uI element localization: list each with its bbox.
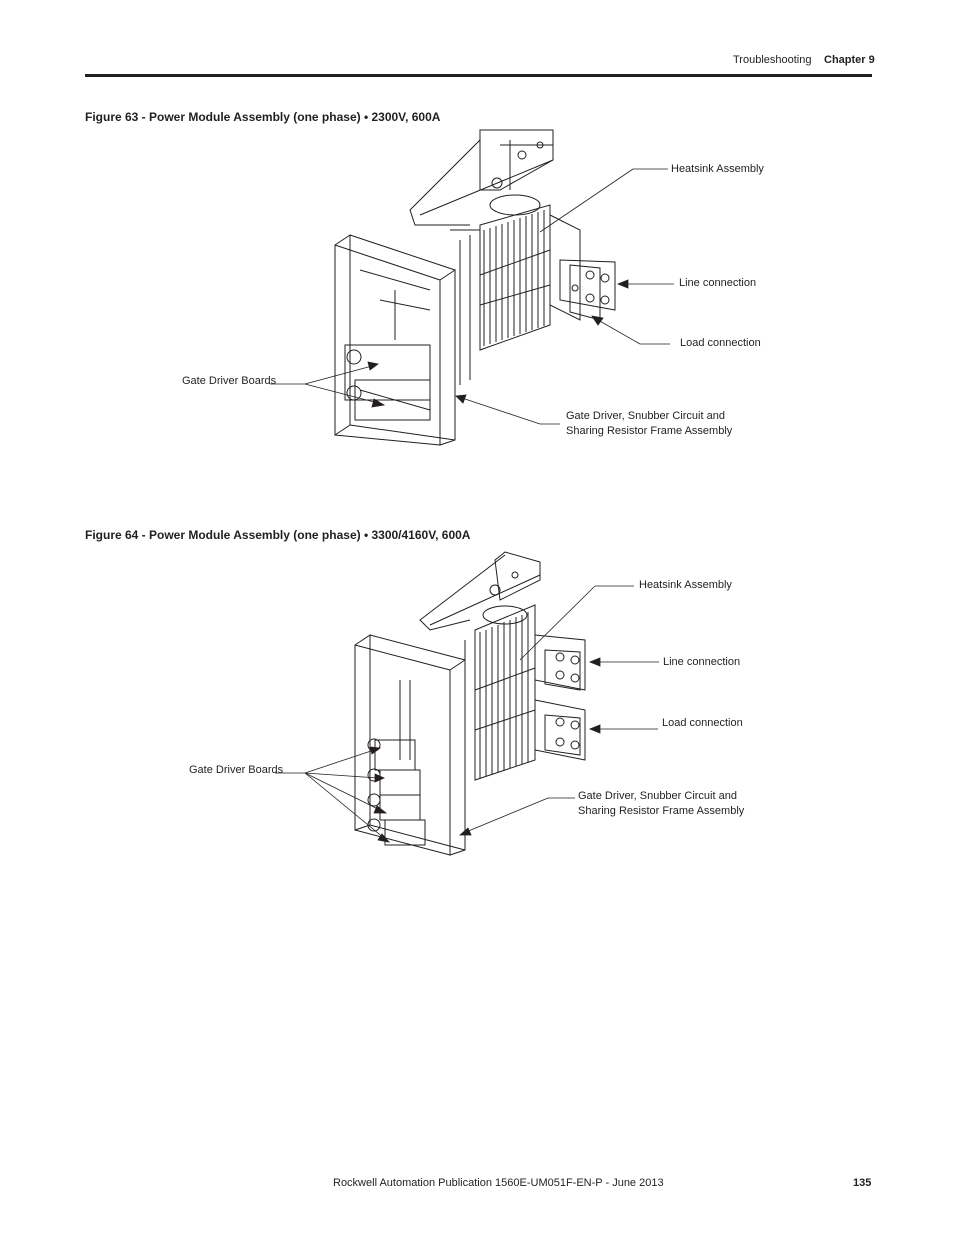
fig64-front-frame <box>355 630 475 855</box>
running-header-section: Troubleshooting <box>733 54 812 66</box>
fig64-callout-heatsink-assembly: Heatsink Assembly <box>639 579 732 591</box>
figure-64-title: Figure 64 - Power Module Assembly (one p… <box>85 528 471 542</box>
figure-63-title: Figure 63 - Power Module Assembly (one p… <box>85 110 441 124</box>
fig64-callout-load-connection: Load connection <box>662 717 743 729</box>
footer-page-number: 135 <box>853 1177 872 1189</box>
fig64-heatsink-fins <box>475 605 535 780</box>
fig63-upper-rail <box>410 130 553 225</box>
fig63-callout-gate-driver-boards: Gate Driver Boards <box>182 375 277 387</box>
fig64-bus-bars <box>535 635 585 760</box>
fig63-callout-line-connection: Line connection <box>679 277 757 289</box>
fig63-heatsink-fins <box>480 205 550 350</box>
fig63-front-frame <box>335 230 480 445</box>
fig64-callout-gate-driver-boards: Gate Driver Boards <box>189 764 284 776</box>
fig63-callout-heatsink-assembly: Heatsink Assembly <box>671 163 764 175</box>
fig63-callout-load-connection: Load connection <box>680 337 761 349</box>
fig63-callout-frame-assembly-line1: Gate Driver, Snubber Circuit and <box>566 410 725 422</box>
fig64-callout-line-connection: Line connection <box>663 656 741 668</box>
fig64-upper-rail <box>420 552 540 630</box>
footer-publication: Rockwell Automation Publication 1560E-UM… <box>333 1177 664 1189</box>
header-rule <box>85 74 872 77</box>
fig63-callout-frame-assembly-line2: Sharing Resistor Frame Assembly <box>566 425 733 437</box>
fig64-callout-frame-assembly-line1: Gate Driver, Snubber Circuit and <box>578 790 737 802</box>
fig64-callout-frame-assembly-line2: Sharing Resistor Frame Assembly <box>578 805 745 817</box>
running-header-chapter: Chapter 9 <box>824 54 875 66</box>
